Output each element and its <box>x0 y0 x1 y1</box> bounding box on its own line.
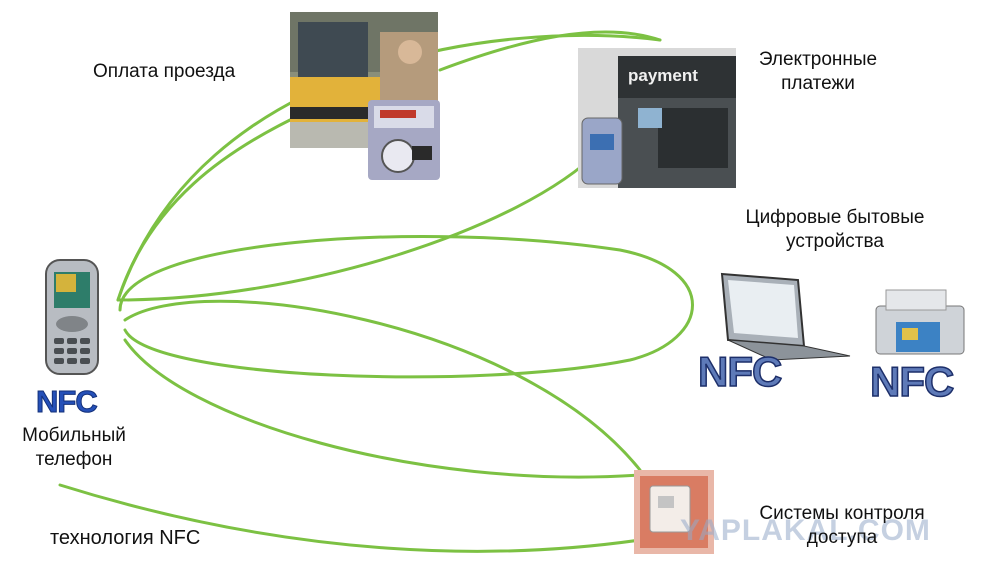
mobile-phone-image <box>42 258 102 376</box>
card-reader-photo <box>368 100 440 180</box>
link-bus-top <box>438 30 662 72</box>
label-mobile-phone: Мобильный телефон <box>4 424 144 472</box>
label-digital-devices-line1: Цифровые бытовые <box>745 207 925 228</box>
terminal-sign: payment <box>628 66 698 85</box>
printer-nfc-badge: NFC <box>869 357 955 406</box>
label-electronic-payments-line2: платежи <box>781 73 855 94</box>
label-mobile-phone-line2: телефон <box>35 449 113 470</box>
label-electronic-payments: Электронные платежи <box>738 48 898 96</box>
watermark: YAPLAKAL.COM <box>680 514 931 547</box>
phone-nfc-badge: NFC <box>36 384 99 420</box>
laptop-nfc-badge: NFC <box>697 347 783 396</box>
link-phone-payment-2 <box>116 148 602 302</box>
link-phone-access-2 <box>123 338 642 479</box>
label-electronic-payments-line1: Электронные <box>758 49 878 70</box>
label-mobile-phone-line1: Мобильный <box>22 425 126 446</box>
link-phone-bus <box>116 118 292 302</box>
label-access-control: Системы контроля доступа <box>722 502 962 550</box>
label-digital-devices: Цифровые бытовые устройства <box>712 206 958 254</box>
label-digital-devices-line2: устройства <box>786 231 884 252</box>
label-access-control-line2: доступа <box>806 527 878 548</box>
payment-terminal-photo: payment <box>578 48 736 188</box>
access-control-image <box>634 470 714 554</box>
link-ellipse <box>118 235 694 379</box>
label-technology: технология NFC <box>50 527 201 549</box>
label-access-control-line1: Системы контроля <box>759 503 925 524</box>
label-fare-payment: Оплата проезда <box>93 61 236 82</box>
bus-photo <box>290 12 438 148</box>
link-access-bottom <box>58 483 642 553</box>
link-phone-access <box>123 299 642 472</box>
laptop-image <box>712 270 852 366</box>
printer-image <box>872 286 968 362</box>
